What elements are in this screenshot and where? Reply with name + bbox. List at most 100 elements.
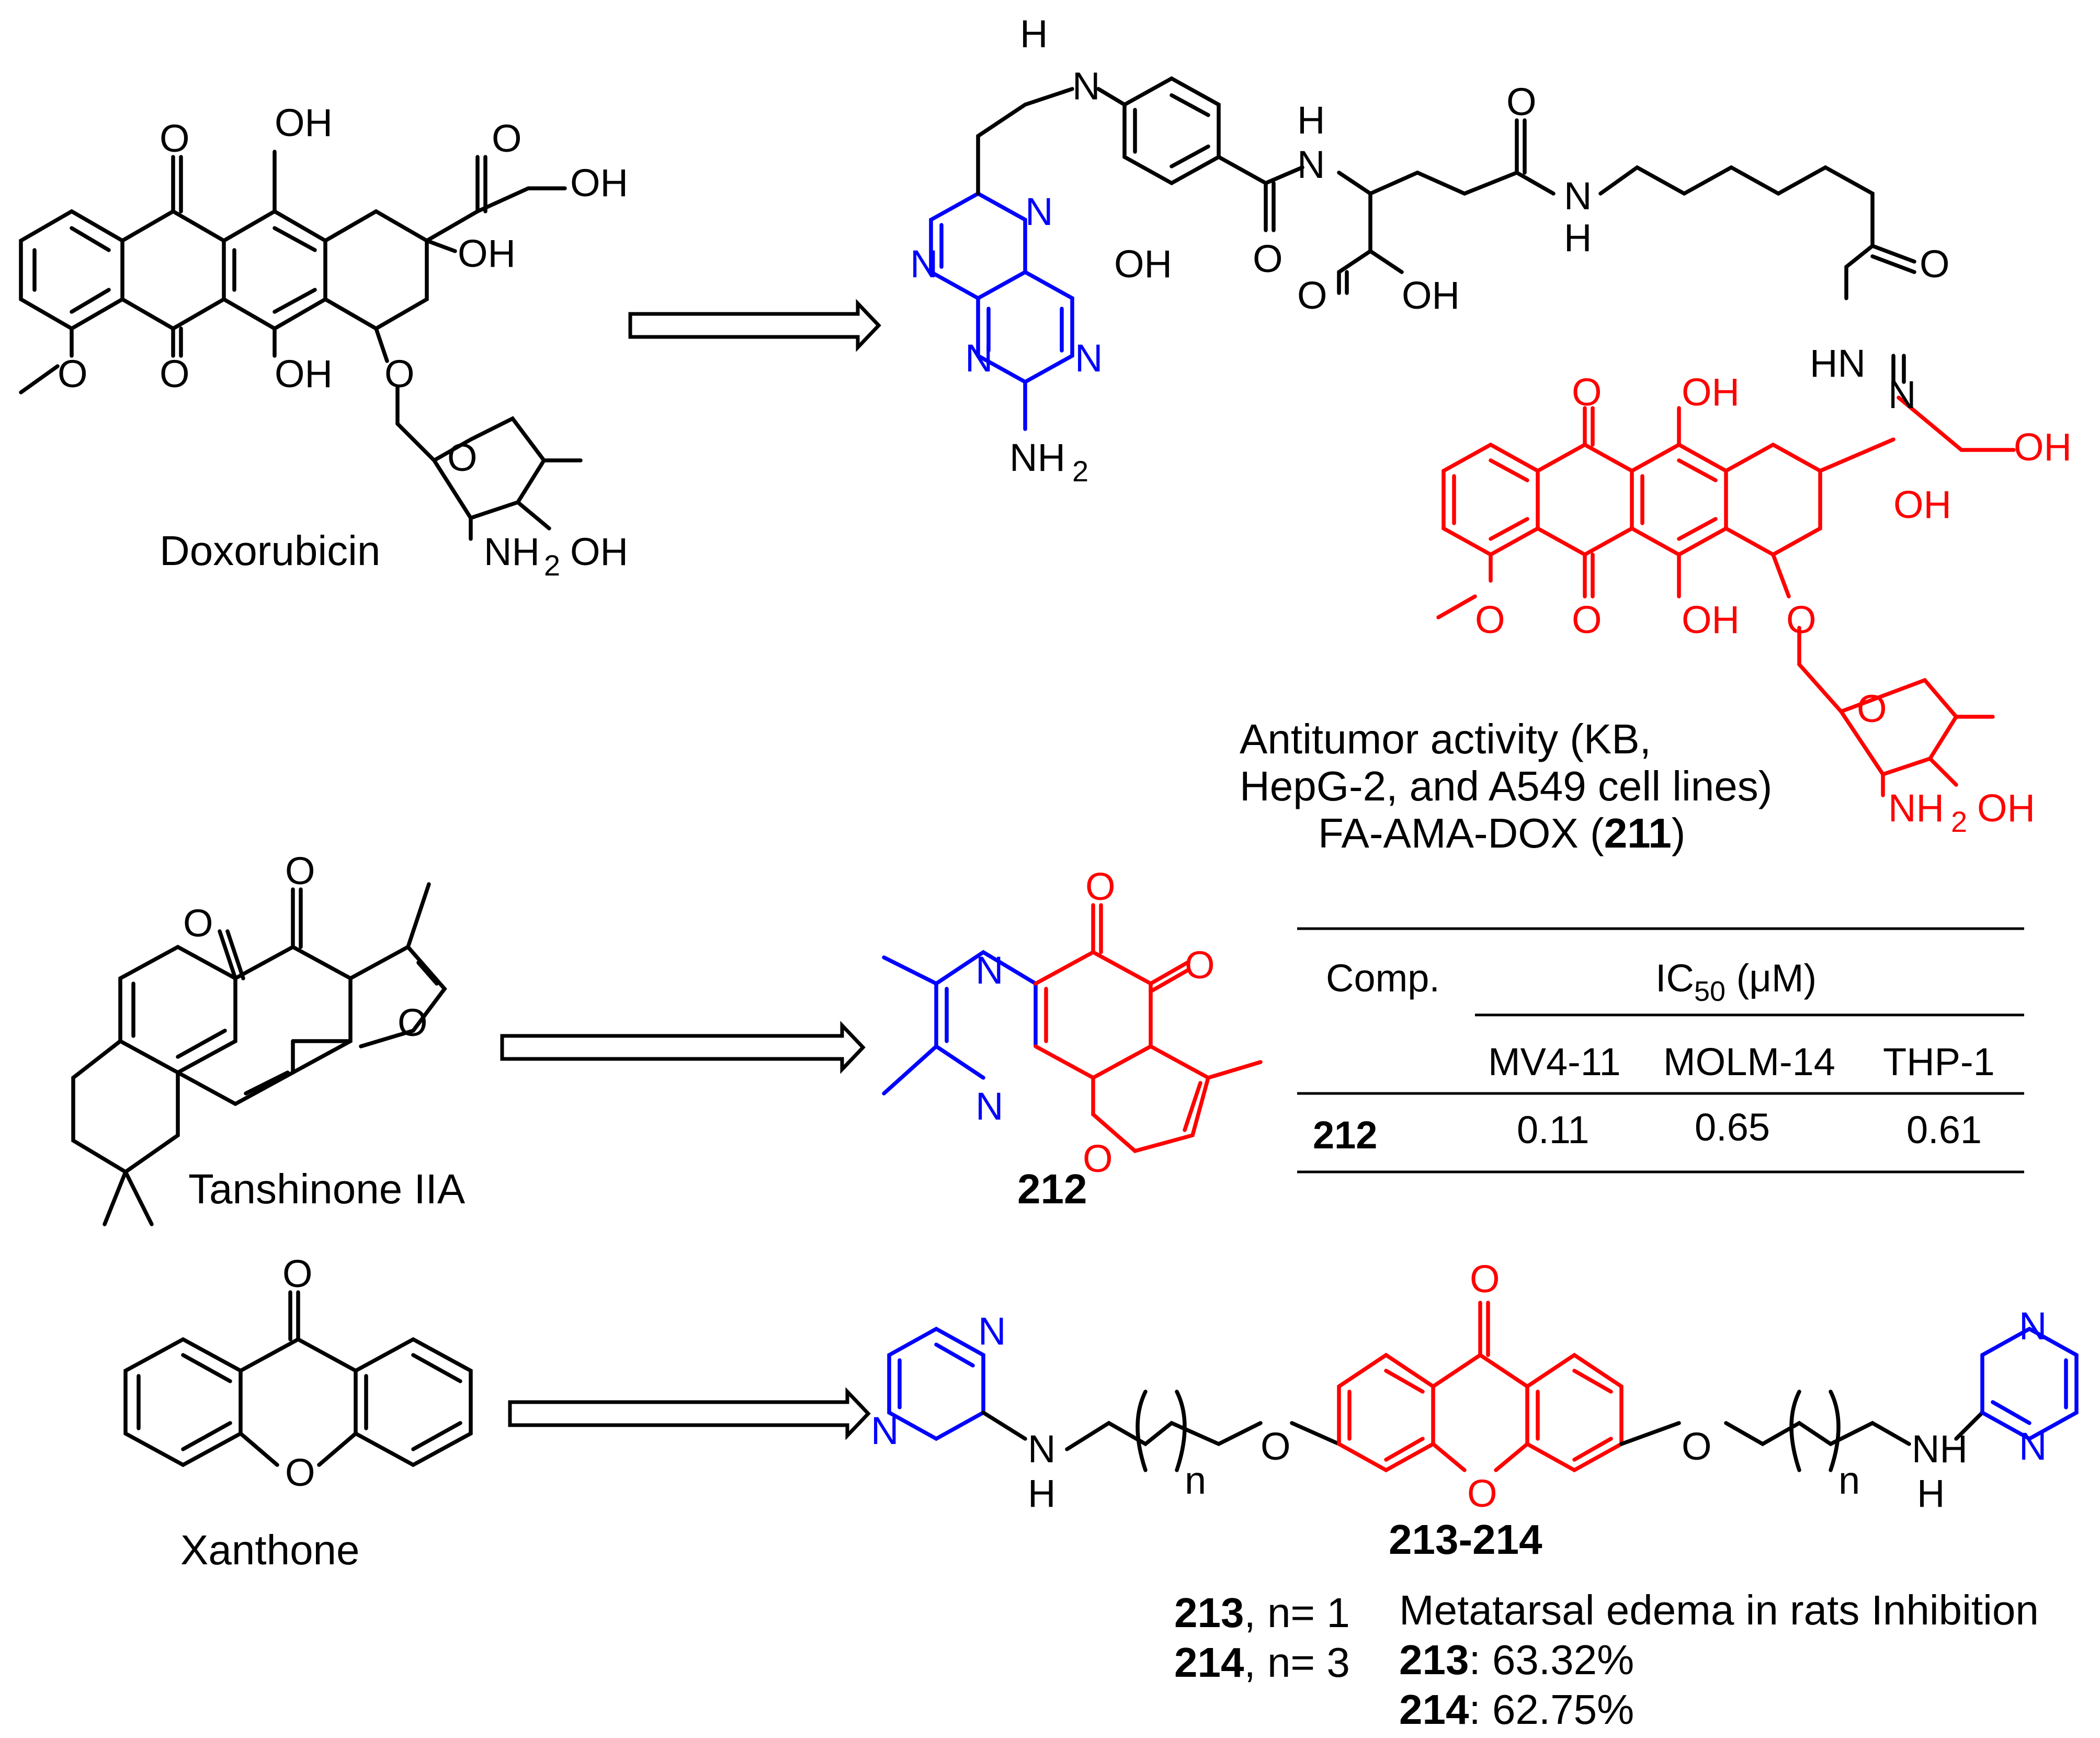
atom-n: N	[975, 1085, 1003, 1128]
atom-nh2: NH	[1888, 786, 1944, 830]
atom-n: N	[1564, 174, 1592, 218]
atom-nh2: NH	[484, 530, 540, 573]
atom-n-sub: n	[1838, 1459, 1860, 1502]
edema-activity: Metatarsal edema in rats Inhibition 213:…	[1399, 1587, 2039, 1733]
doxorubicin-label: Doxorubicin	[160, 527, 380, 574]
atom-oh: OH	[2014, 425, 2072, 469]
atom-h: H	[1917, 1472, 1945, 1515]
compound-211-atom-labels: H N N N N N OH NH 2 O H N O OH O N H O H…	[910, 12, 2072, 838]
compound-211-name: FA-AMA-DOX (211)	[1318, 810, 1685, 856]
compound-212-label: 212	[1017, 1166, 1087, 1212]
activity-line-1: Antitumor activity (KB,	[1240, 716, 1651, 762]
atom-sub2: 2	[1072, 455, 1088, 488]
atom-o: O	[1083, 1137, 1113, 1180]
xanthone-structure	[123, 1290, 473, 1468]
table-row-compound: 212	[1313, 1113, 1377, 1157]
atom-n: N	[1297, 143, 1325, 186]
atom-o: O	[160, 117, 190, 160]
atom-n-sub: n	[1185, 1459, 1206, 1502]
atom-oh: OH	[1682, 598, 1740, 641]
atom-h: H	[1020, 12, 1048, 55]
atom-oh: OH	[275, 352, 333, 396]
atom-o: O	[1506, 80, 1537, 123]
compound-213-214-label: 213-214	[1389, 1516, 1542, 1563]
variant-213: 213, n= 1	[1174, 1589, 1350, 1636]
table-col-mv4-11: MV4-11	[1488, 1040, 1621, 1084]
activity-213: 213: 63.32%	[1399, 1637, 1634, 1683]
atom-oh: OH	[275, 101, 333, 144]
atom-o: O	[1261, 1425, 1291, 1468]
atom-o: O	[160, 352, 190, 396]
atom-o: O	[384, 352, 415, 396]
atom-o: O	[285, 849, 315, 893]
compound-211-caption: Antitumor activity (KB, HepG-2, and A549…	[1240, 716, 1772, 856]
atom-o: O	[1470, 1257, 1500, 1301]
table-cell-molm-14: 0.65	[1695, 1105, 1770, 1149]
table-col-molm-14: MOLM-14	[1663, 1040, 1835, 1084]
atom-o: O	[58, 352, 88, 396]
atom-o: O	[1297, 274, 1327, 317]
transformation-arrow-3	[508, 1387, 871, 1440]
xanthone-label: Xanthone	[180, 1527, 360, 1573]
compound-212-atom-labels: N N O O O	[975, 865, 1215, 1180]
atom-o: O	[1467, 1472, 1497, 1515]
table-cell-thp-1: 0.61	[1906, 1108, 1982, 1152]
atom-n: N	[965, 336, 993, 380]
variant-list: 213, n= 1 214, n= 3	[1174, 1589, 1350, 1686]
atom-o: O	[1786, 598, 1817, 641]
atom-h: H	[1028, 1472, 1055, 1515]
compound-213-214-atom-labels: N N N H n O O O O n NH H N N	[871, 1257, 2047, 1515]
atom-n: N	[1888, 373, 1916, 416]
activity-214: 214: 62.75%	[1399, 1686, 1634, 1733]
doxorubicin-structure	[19, 150, 583, 541]
atom-n: N	[2019, 1304, 2047, 1348]
atom-o: O	[1572, 598, 1602, 641]
compound-212-structure	[882, 903, 1263, 1154]
atom-o: O	[1085, 865, 1116, 908]
atom-o: O	[1682, 1425, 1712, 1468]
atom-o: O	[183, 901, 213, 945]
atom-o: O	[447, 436, 478, 479]
atom-nh: NH	[1912, 1427, 1968, 1471]
transformation-arrow-1	[628, 299, 881, 352]
xanthone-atom-labels: O O	[282, 1252, 315, 1494]
table-header-comp: Comp.	[1326, 956, 1440, 1000]
atom-oh: OH	[1402, 274, 1460, 317]
atom-oh: OH	[1977, 786, 2035, 830]
tanshinone-structure	[71, 882, 447, 1226]
atom-hn: HN	[1810, 342, 1866, 385]
atom-h: H	[1564, 216, 1592, 259]
atom-sub2: 2	[1951, 805, 1967, 838]
atom-o: O	[398, 1001, 428, 1044]
atom-n: N	[1028, 1427, 1055, 1471]
atom-oh: OH	[570, 161, 628, 205]
atom-n: N	[978, 1310, 1006, 1353]
atom-oh: OH	[1893, 483, 1951, 526]
atom-oh: OH	[1114, 242, 1172, 286]
atom-o: O	[1572, 370, 1602, 414]
atom-o: O	[1920, 242, 1950, 286]
tanshinone-label: Tanshinone IIA	[188, 1166, 466, 1212]
atom-n: N	[910, 242, 938, 286]
variant-214: 214, n= 3	[1174, 1639, 1350, 1686]
atom-o: O	[1185, 943, 1215, 987]
ic50-table: Comp. IC50 (μM) MV4-11 MOLM-14 THP-1 212…	[1297, 927, 2024, 1173]
atom-o: O	[282, 1252, 313, 1295]
activity-title: Metatarsal edema in rats Inhibition	[1399, 1587, 2039, 1633]
atom-o: O	[492, 117, 522, 160]
atom-n: N	[975, 949, 1003, 992]
atom-o: O	[285, 1451, 315, 1494]
atom-oh: OH	[570, 530, 628, 573]
atom-h: H	[1297, 98, 1325, 142]
table-header-ic50: IC50 (μM)	[1655, 956, 1817, 1007]
transformation-arrow-2	[500, 1021, 866, 1074]
atom-n: N	[1072, 64, 1100, 108]
table-cell-mv4-11: 0.11	[1517, 1108, 1590, 1152]
activity-line-2: HepG-2, and A549 cell lines)	[1240, 763, 1772, 809]
compound-211-structure	[929, 76, 2016, 797]
atom-n: N	[1025, 190, 1053, 233]
atom-sub2: 2	[544, 549, 560, 582]
atom-oh: OH	[1682, 370, 1740, 414]
atom-oh: OH	[458, 232, 516, 275]
